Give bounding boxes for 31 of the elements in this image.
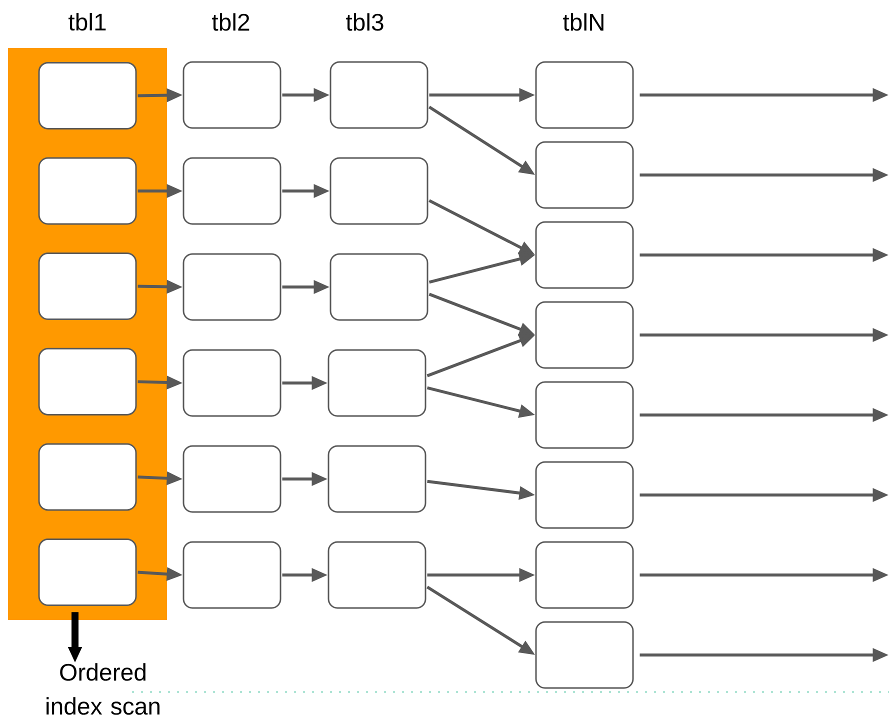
row-box bbox=[182, 253, 282, 321]
row-box bbox=[535, 621, 634, 689]
row-box bbox=[328, 445, 426, 513]
row-box bbox=[535, 141, 634, 209]
row-box bbox=[182, 541, 282, 609]
row-box bbox=[38, 157, 137, 225]
column-heading: tblN bbox=[563, 13, 604, 31]
row-box bbox=[38, 62, 137, 130]
row-box bbox=[182, 349, 282, 417]
row-box bbox=[38, 538, 137, 606]
row-box bbox=[535, 381, 634, 449]
caption-text: Ordered index scan bbox=[46, 663, 160, 715]
row-box bbox=[182, 445, 282, 513]
column-heading: tbl2 bbox=[212, 13, 250, 31]
row-box bbox=[330, 253, 428, 321]
row-box bbox=[328, 349, 426, 417]
row-box bbox=[535, 61, 634, 129]
row-box bbox=[330, 157, 428, 225]
node-label: tbl1 bbox=[68, 12, 106, 31]
row-box bbox=[330, 61, 428, 129]
column-heading: tbl3 bbox=[346, 13, 384, 31]
row-box bbox=[38, 348, 137, 416]
row-box bbox=[38, 443, 137, 511]
row-box bbox=[535, 301, 634, 369]
row-box bbox=[182, 157, 282, 225]
row-box bbox=[182, 61, 282, 129]
row-box bbox=[535, 221, 634, 289]
row-box bbox=[328, 541, 426, 609]
row-box bbox=[535, 461, 634, 529]
row-box bbox=[535, 541, 634, 609]
row-box bbox=[38, 252, 137, 320]
